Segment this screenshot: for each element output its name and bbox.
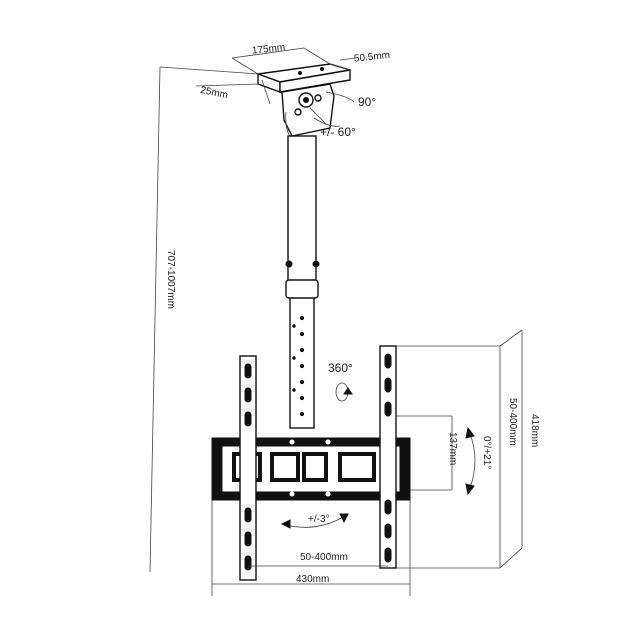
plate-dimension-lines bbox=[159, 47, 357, 105]
rotation-arrow bbox=[335, 382, 353, 402]
plate-depth-label: 50.5mm bbox=[353, 50, 390, 65]
tilt-angle-label: 0°/+21° bbox=[481, 436, 492, 469]
pole-length-label: 707-1007mm bbox=[165, 250, 176, 309]
ceiling-plate bbox=[257, 63, 351, 93]
plate-width-label: 175mm bbox=[251, 42, 285, 56]
overall-width-label: 430mm bbox=[296, 574, 329, 585]
rotation-angle-label: 360° bbox=[328, 361, 353, 375]
swivel-angle-label: +/- 60° bbox=[320, 125, 356, 139]
vesa-horizontal-label: 50-400mm bbox=[300, 552, 348, 563]
bracket-height-label: 137mm bbox=[447, 432, 458, 465]
pivot-joint bbox=[281, 83, 355, 145]
vesa-vertical-label: 50-400mm bbox=[507, 398, 518, 446]
level-angle-label: +/-3° bbox=[308, 514, 330, 525]
width-dimension-lines bbox=[211, 500, 411, 596]
telescopic-pole bbox=[285, 135, 320, 429]
vertical-arm-right bbox=[379, 345, 397, 569]
height-dimension-lines bbox=[396, 329, 523, 569]
overall-height-label: 418mm bbox=[529, 414, 540, 447]
pivot-angle-label: 90° bbox=[358, 95, 376, 109]
plate-thickness-label: 25mm bbox=[199, 85, 228, 102]
vertical-arm-left bbox=[239, 355, 257, 581]
pole-dimension-line bbox=[149, 66, 161, 573]
